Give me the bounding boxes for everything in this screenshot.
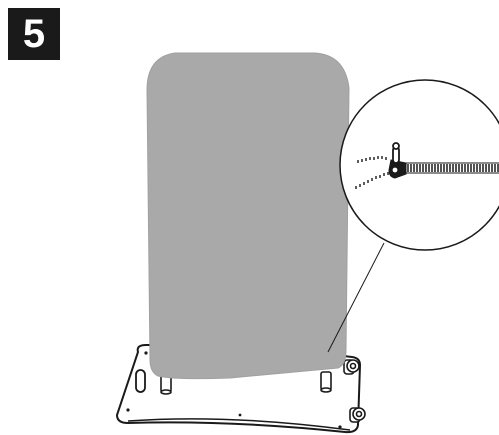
step-number: 5 xyxy=(22,12,46,56)
zipper-teeth-open-icon xyxy=(355,156,389,189)
callout-leader-line xyxy=(327,242,385,353)
caster-wheels xyxy=(343,359,366,423)
zipper-detail xyxy=(339,79,499,251)
zipper-pull-icon xyxy=(388,142,407,179)
zipper-teeth-closed-icon xyxy=(404,164,499,172)
cover-icon xyxy=(146,52,350,380)
step-number-badge: 5 xyxy=(8,8,60,60)
caster-wheel-lower-icon xyxy=(349,407,366,423)
caster-wheel-upper-icon xyxy=(343,359,360,375)
slot-hole xyxy=(135,369,146,393)
